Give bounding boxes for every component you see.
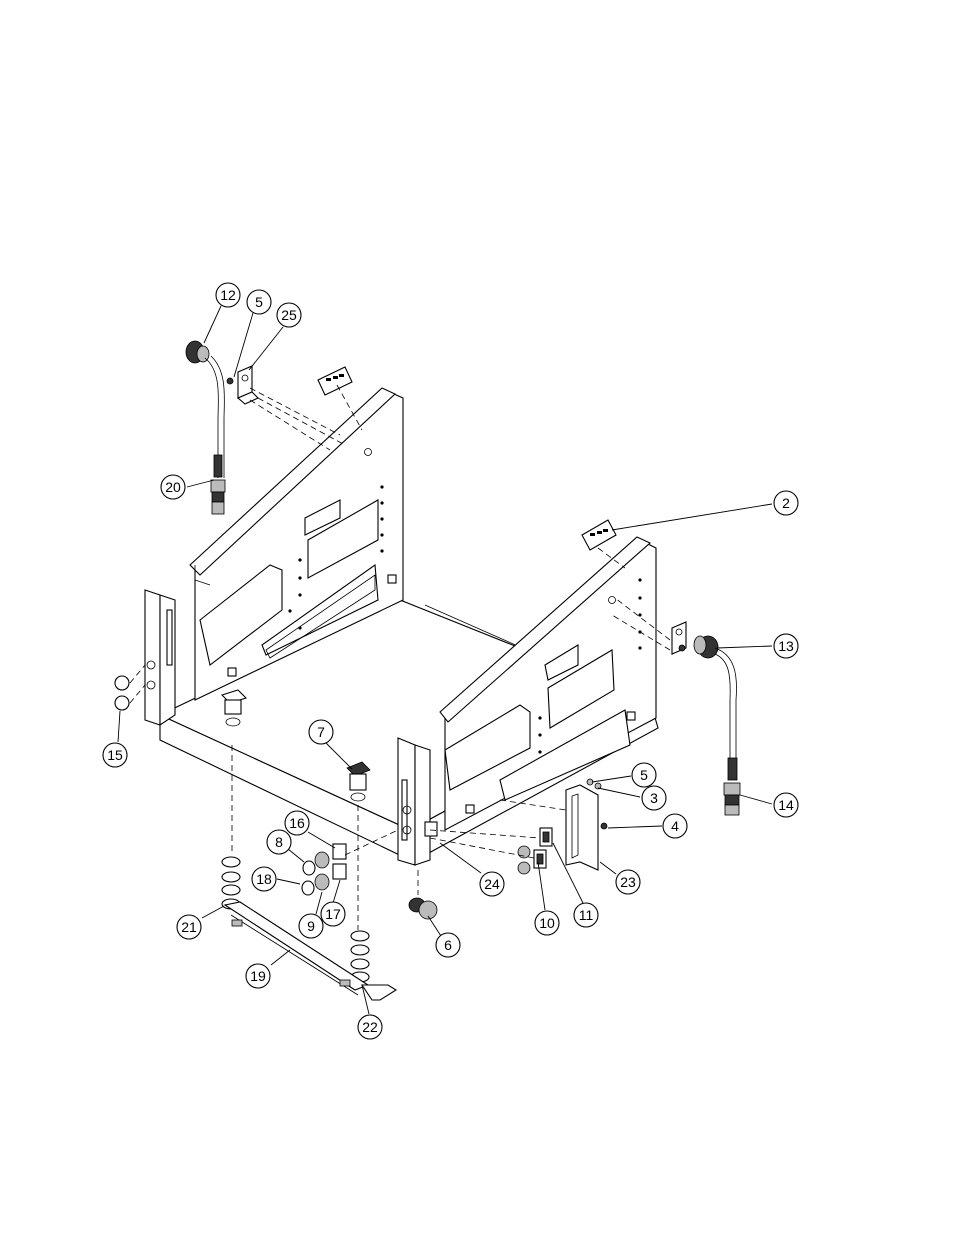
callout-11: 11: [573, 902, 599, 928]
callout-7: 7: [308, 719, 334, 745]
callout-2: 2: [773, 490, 799, 516]
svg-text:10: 10: [539, 915, 555, 931]
leveler-feet: [220, 689, 371, 802]
callout-3: 3: [641, 785, 667, 811]
assembly-lines: [129, 384, 671, 930]
callout-12: 12: [215, 282, 241, 308]
callout-15: 15: [102, 742, 128, 768]
callout-23: 23: [615, 869, 641, 895]
callout-5-right: 5: [631, 762, 657, 788]
switches-10-11: [517, 827, 553, 875]
callout-16: 16: [284, 810, 310, 836]
callout-22: 22: [357, 1014, 383, 1040]
callouts: 12 5 25 20 2 13 14 15 7 16 8 18 9 17 21 …: [102, 282, 799, 1040]
callout-14: 14: [773, 792, 799, 818]
svg-text:13: 13: [778, 638, 794, 654]
svg-text:16: 16: [289, 815, 305, 831]
svg-text:24: 24: [484, 876, 500, 892]
callout-4: 4: [662, 813, 688, 839]
cover-23: [565, 778, 608, 871]
callout-21: 21: [176, 914, 202, 940]
callout-20: 20: [160, 474, 186, 500]
callout-9: 9: [298, 913, 324, 939]
fittings-left: [301, 843, 347, 896]
hose-assembly-left: [185, 340, 226, 515]
bracket-left: [226, 365, 259, 405]
svg-text:4: 4: [671, 818, 679, 834]
svg-text:25: 25: [281, 307, 297, 323]
label-plate-right: [581, 519, 617, 551]
callout-6: 6: [435, 932, 461, 958]
drain-assembly: [221, 856, 398, 1001]
svg-text:14: 14: [778, 797, 794, 813]
callout-25: 25: [276, 302, 302, 328]
elbow-6: [408, 897, 438, 920]
svg-text:12: 12: [220, 287, 236, 303]
callout-19: 19: [245, 963, 271, 989]
svg-text:8: 8: [275, 834, 283, 850]
callout-8: 8: [266, 829, 292, 855]
callout-18: 18: [251, 866, 277, 892]
svg-text:11: 11: [579, 907, 594, 923]
svg-text:5: 5: [640, 767, 648, 783]
svg-text:23: 23: [620, 874, 636, 890]
callout-17: 17: [320, 901, 346, 927]
svg-text:9: 9: [307, 918, 315, 934]
svg-text:2: 2: [782, 495, 790, 511]
callout-10: 10: [534, 910, 560, 936]
callout-24: 24: [479, 871, 505, 897]
svg-text:5: 5: [255, 294, 263, 310]
hose-assembly-right: [671, 621, 741, 816]
callout-13: 13: [773, 633, 799, 659]
svg-text:15: 15: [107, 747, 123, 763]
callout-5-top: 5: [246, 289, 272, 315]
frame-assembly: [144, 387, 659, 866]
svg-text:21: 21: [181, 919, 197, 935]
svg-text:20: 20: [165, 479, 181, 495]
svg-text:19: 19: [250, 968, 266, 984]
plugs-15: [114, 675, 130, 711]
svg-text:22: 22: [362, 1019, 378, 1035]
svg-text:17: 17: [325, 906, 341, 922]
svg-text:6: 6: [444, 937, 452, 953]
svg-text:7: 7: [317, 724, 325, 740]
label-plate-left: [317, 366, 353, 396]
svg-text:3: 3: [650, 790, 658, 806]
leader-lines: [117, 305, 773, 1015]
svg-text:18: 18: [256, 871, 272, 887]
